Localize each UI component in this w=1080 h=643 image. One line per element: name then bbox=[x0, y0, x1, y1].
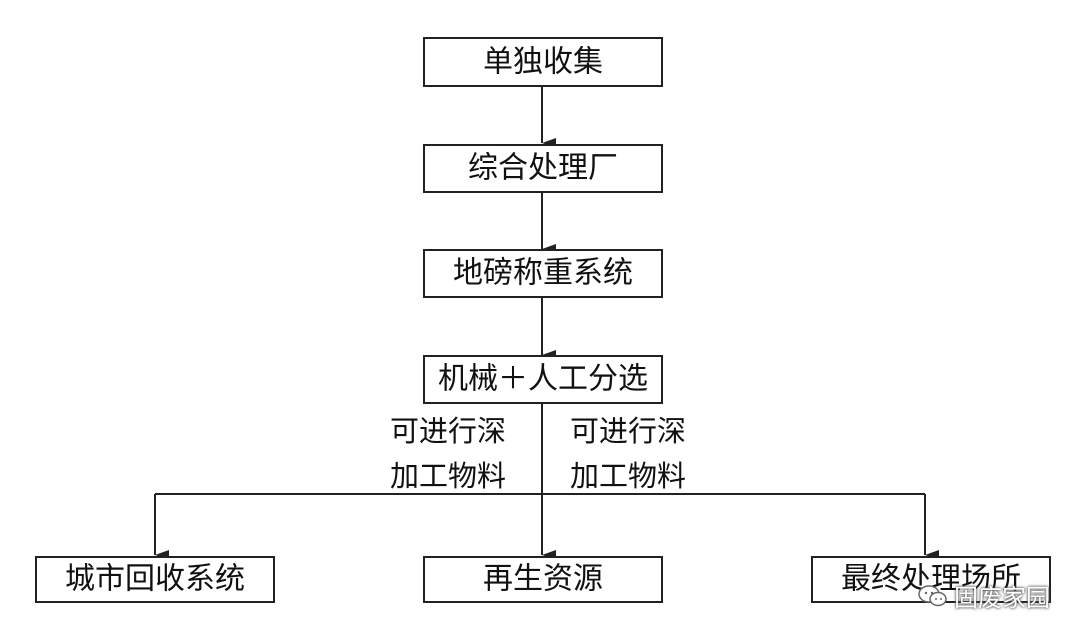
right-label-line1: 可进行深 bbox=[570, 414, 686, 448]
node-plant: 综合处理厂 bbox=[423, 144, 663, 193]
node-resource: 再生资源 bbox=[423, 556, 663, 603]
watermark-text: 固废家园 bbox=[954, 584, 1050, 612]
node-weigh-label: 地磅称重系统 bbox=[453, 256, 633, 291]
watermark: 固废家园 bbox=[918, 578, 1050, 613]
node-sort: 机械＋人工分选 bbox=[423, 355, 663, 404]
left-label-line1: 可进行深 bbox=[390, 414, 506, 448]
node-collect: 单独收集 bbox=[423, 37, 663, 87]
node-collect-label: 单独收集 bbox=[483, 45, 603, 80]
node-sort-label: 机械＋人工分选 bbox=[438, 362, 648, 397]
left-label-line2: 加工物料 bbox=[390, 459, 506, 493]
node-resource-label: 再生资源 bbox=[483, 562, 603, 597]
node-plant-label: 综合处理厂 bbox=[468, 151, 618, 186]
node-recycle-label: 城市回收系统 bbox=[65, 562, 245, 597]
node-recycle: 城市回收系统 bbox=[35, 556, 275, 603]
right-label-line2: 加工物料 bbox=[570, 459, 686, 493]
node-weigh: 地磅称重系统 bbox=[423, 249, 663, 298]
wechat-icon bbox=[918, 584, 948, 608]
